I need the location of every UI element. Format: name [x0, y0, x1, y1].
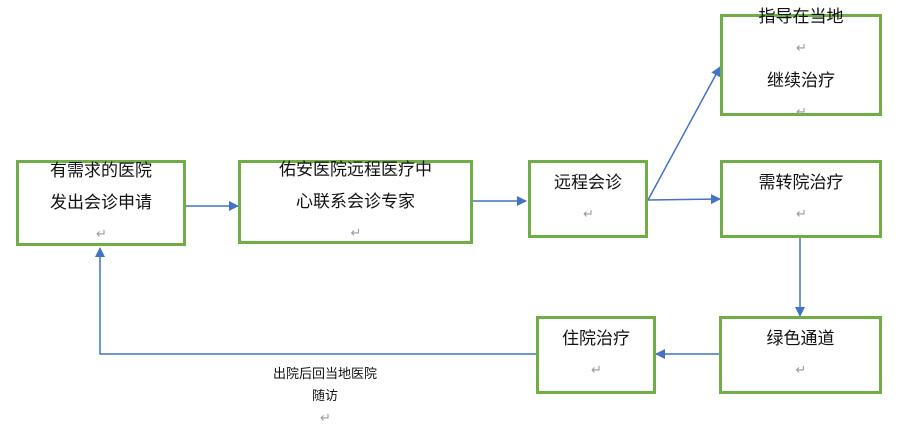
node-transfer-treatment: 需转院治疗 ↵: [720, 160, 882, 238]
node-hospital-request-line-2: 发出会诊申请: [50, 193, 152, 213]
edge-label-followup: 出院后回当地医院 随访 ↵: [240, 364, 410, 430]
node-remote-center-line-2: 心联系会诊专家: [296, 192, 415, 212]
arrow-hospitalize-to-apply: [95, 247, 536, 355]
node-local-treatment-line-2: 继续治疗: [767, 71, 835, 91]
node-remote-center: 佑安医院远程医疗中 心联系会诊专家 ↵: [238, 160, 473, 244]
node-transfer-treatment-label: 需转院治疗: [758, 173, 844, 193]
arrow-remote-to-transfer: [647, 194, 721, 205]
edge-label-followup-line-2: 随访: [311, 389, 338, 404]
return-mark: ↵: [796, 41, 807, 56]
return-mark: ↵: [320, 411, 331, 426]
node-hospitalization-label: 住院治疗: [562, 329, 630, 349]
node-hospitalization: 住院治疗 ↵: [536, 316, 656, 394]
node-remote-center-line-1: 佑安医院远程医疗中: [279, 160, 432, 180]
return-mark: ↵: [795, 363, 807, 378]
node-green-channel: 绿色通道 ↵: [719, 316, 882, 394]
return-mark: ↵: [796, 207, 807, 222]
node-remote-consultation-label: 远程会诊: [554, 173, 622, 193]
return-mark: ↵: [350, 226, 362, 241]
return-mark: ↵: [96, 227, 107, 242]
return-mark: ↵: [583, 207, 594, 222]
node-local-treatment-line-1: 指导在当地: [758, 7, 844, 27]
node-local-treatment: 指导在当地 ↵ 继续治疗 ↵: [720, 7, 882, 120]
node-hospital-request: 有需求的医院 发出会诊申请 ↵: [16, 160, 186, 246]
edge-label-followup-line-1: 出院后回当地医院: [272, 367, 377, 382]
return-mark: ↵: [591, 363, 602, 378]
node-hospital-request-line-1: 有需求的医院: [50, 161, 152, 181]
return-mark: ↵: [796, 105, 807, 120]
node-remote-consultation: 远程会诊 ↵: [528, 160, 648, 238]
connector-layer: [95, 66, 805, 359]
node-green-channel-label: 绿色通道: [766, 329, 835, 349]
arrow-remote-to-local: [647, 66, 721, 201]
